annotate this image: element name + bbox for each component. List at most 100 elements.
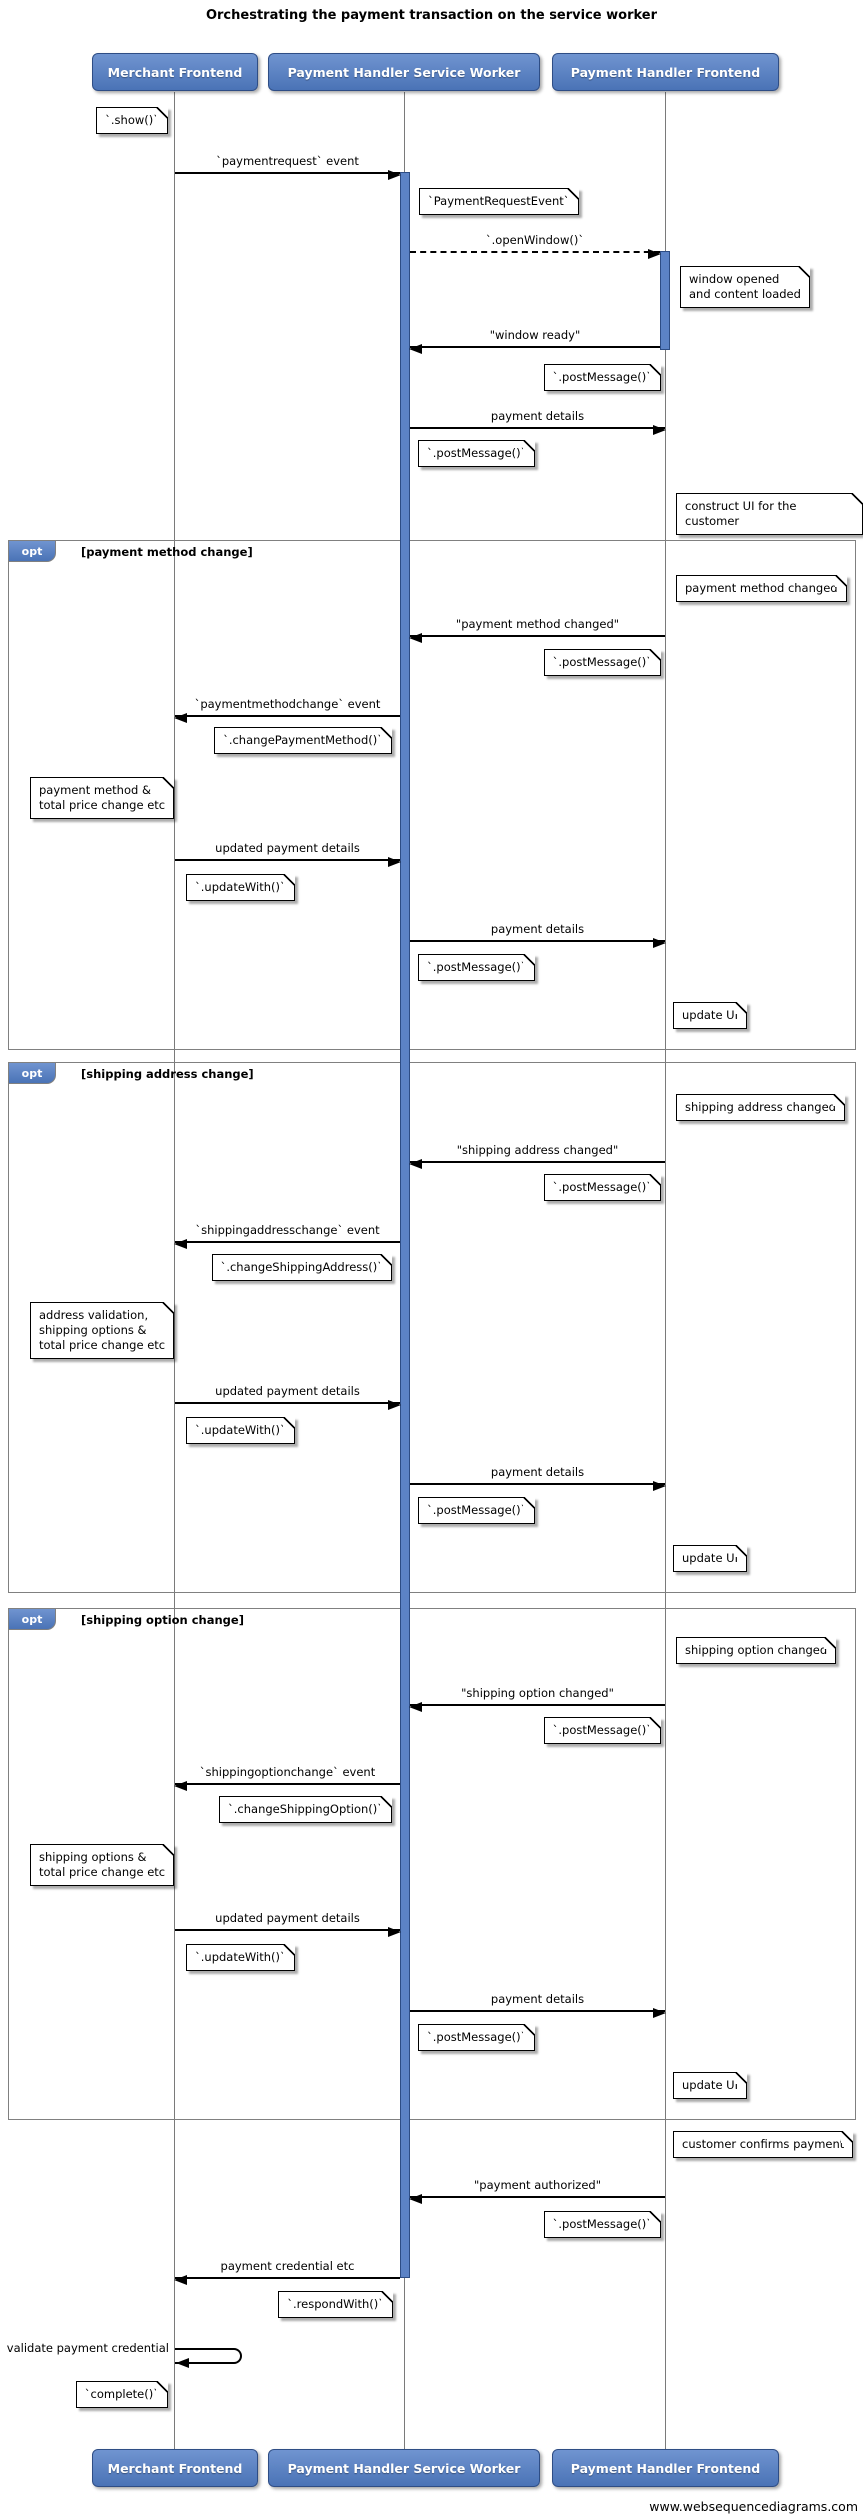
- opt-condition-payment-method-change: [payment method change]: [81, 545, 253, 559]
- message-label-payment-credential: payment credential etc: [220, 2259, 355, 2273]
- note-fold-icon: [381, 2291, 393, 2303]
- arrowhead-left-icon: [409, 633, 422, 643]
- note-change-shipping-address: `.changeShippingAddress()`: [211, 1254, 392, 1281]
- arrowhead-right-icon: [648, 249, 661, 259]
- note-fold-icon: [162, 1302, 175, 1314]
- note-post-message: `.postMessage()`: [418, 954, 536, 981]
- note-shipping-options-etc: shipping options & total price change et…: [30, 1844, 175, 1886]
- message-arrow-window-ready: [409, 344, 660, 354]
- message-arrow-open-window: [410, 249, 661, 259]
- arrowhead-left-icon: [174, 1239, 187, 1249]
- message-arrow-paymentrequest-event: [175, 170, 401, 180]
- actor-merchant-frontend-bottom: Merchant Frontend: [92, 2449, 258, 2487]
- self-message-loop: [175, 2348, 242, 2364]
- arrowhead-right-icon: [388, 1400, 401, 1410]
- note-address-validation-etc: address validation, shipping options & t…: [30, 1302, 175, 1359]
- actor-service-worker-bottom: Payment Handler Service Worker: [268, 2449, 540, 2487]
- note-show: `.show()`: [96, 107, 168, 134]
- note-post-message: `.postMessage()`: [543, 649, 661, 676]
- message-label-validate-credential: validate payment credential: [6, 2341, 169, 2355]
- message-label-paymentmethodchange-event: `paymentmethodchange` event: [194, 697, 381, 711]
- note-post-message: `.postMessage()`: [543, 2211, 661, 2238]
- note-fold-icon: [282, 1944, 295, 1956]
- note-fold-icon: [649, 649, 661, 661]
- note-fold-icon: [282, 1417, 295, 1429]
- message-label-payment-details-1: payment details: [490, 409, 585, 423]
- note-fold-icon: [797, 266, 810, 278]
- opt-tab: opt: [9, 1609, 56, 1630]
- arrowhead-right-icon: [388, 857, 401, 867]
- lifeline-merchant-frontend: [174, 92, 175, 2449]
- actor-handler-frontend-bottom: Payment Handler Frontend: [552, 2449, 779, 2487]
- note-fold-icon: [649, 1717, 661, 1729]
- message-label-open-window: `.openWindow()`: [485, 233, 585, 247]
- message-label-shippingaddresschange-event: `shippingaddresschange` event: [195, 1223, 380, 1237]
- note-shipping-option-changed: shipping option changed: [676, 1637, 837, 1664]
- note-fold-icon: [824, 1637, 837, 1649]
- message-label-payment-authorized: "payment authorized": [474, 2178, 601, 2192]
- message-arrow-updated-payment-details-2: [175, 1400, 401, 1410]
- note-respond-with: `.respondWith()`: [278, 2291, 393, 2318]
- arrowhead-right-icon: [653, 425, 666, 435]
- note-post-message: `.postMessage()`: [418, 440, 536, 467]
- message-arrow-payment-authorized: [409, 2194, 665, 2204]
- note-construct-ui: construct UI for the customer: [676, 493, 863, 535]
- message-label-window-ready: "window ready": [489, 328, 581, 342]
- actor-service-worker-top: Payment Handler Service Worker: [268, 53, 540, 91]
- note-change-payment-method: `.changePaymentMethod()`: [214, 727, 392, 754]
- message-arrow-payment-details-3: [410, 1481, 666, 1491]
- note-fold-icon: [523, 1497, 536, 1509]
- note-update-ui: update UI: [673, 1545, 747, 1572]
- message-label-payment-method-changed: "payment method changed": [455, 617, 620, 631]
- note-fold-icon: [380, 1254, 392, 1266]
- arrowhead-right-icon: [653, 1481, 666, 1491]
- note-post-message: `.postMessage()`: [418, 1497, 536, 1524]
- note-shipping-address-changed: shipping address changed: [676, 1094, 845, 1121]
- arrowhead-right-icon: [388, 170, 401, 180]
- arrowhead-left-icon: [174, 713, 187, 723]
- arrowhead-right-icon: [653, 938, 666, 948]
- note-window-opened: window opened and content loaded: [680, 266, 810, 308]
- arrowhead-left-icon: [409, 1702, 422, 1712]
- message-arrow-shippingoptionchange-event: [174, 1781, 400, 1791]
- message-label-updated-payment-details-3: updated payment details: [215, 1911, 360, 1925]
- message-label-payment-details-4: payment details: [490, 1992, 585, 2006]
- note-post-message: `.postMessage()`: [543, 1717, 661, 1744]
- note-payment-request-event: `PaymentRequestEvent`: [419, 188, 579, 215]
- message-label-updated-payment-details-1: updated payment details: [215, 841, 360, 855]
- message-arrow-shipping-address-changed: [409, 1159, 665, 1169]
- note-fold-icon: [282, 874, 295, 886]
- note-fold-icon: [649, 2211, 661, 2223]
- note-fold-icon: [734, 1545, 747, 1557]
- note-post-message: `.postMessage()`: [543, 364, 661, 391]
- message-label-updated-payment-details-2: updated payment details: [215, 1384, 360, 1398]
- note-complete: `complete()`: [75, 2381, 168, 2408]
- message-label-shippingoptionchange-event: `shippingoptionchange` event: [199, 1765, 376, 1779]
- note-fold-icon: [523, 2024, 536, 2036]
- message-arrow-paymentmethodchange-event: [174, 713, 400, 723]
- note-fold-icon: [851, 493, 863, 505]
- activation-service-worker: [400, 172, 410, 2278]
- note-payment-method-etc: payment method & total price change etc: [30, 777, 175, 819]
- actor-handler-frontend-top: Payment Handler Frontend: [552, 53, 779, 91]
- message-arrow-payment-details-4: [410, 2008, 666, 2018]
- note-fold-icon: [523, 954, 536, 966]
- note-fold-icon: [162, 777, 175, 789]
- arrowhead-left-icon: [409, 1159, 422, 1169]
- note-fold-icon: [566, 188, 579, 200]
- opt-frame-shipping-option-change: opt [shipping option change]: [8, 1608, 856, 2120]
- opt-condition-shipping-option-change: [shipping option change]: [81, 1613, 244, 1627]
- note-fold-icon: [832, 1094, 845, 1106]
- note-update-with: `.updateWith()`: [186, 1417, 295, 1444]
- message-label-payment-details-2: payment details: [490, 922, 585, 936]
- note-fold-icon: [380, 1796, 392, 1808]
- message-arrow-updated-payment-details-1: [175, 857, 401, 867]
- actor-merchant-frontend-top: Merchant Frontend: [92, 53, 258, 91]
- note-post-message: `.postMessage()`: [543, 1174, 661, 1201]
- message-arrow-shippingaddresschange-event: [174, 1239, 400, 1249]
- note-fold-icon: [841, 2131, 854, 2143]
- arrowhead-right-icon: [388, 1927, 401, 1937]
- opt-tab: opt: [9, 541, 56, 562]
- lifeline-handler-frontend: [665, 92, 666, 2449]
- message-label-shipping-option-changed: "shipping option changed": [461, 1686, 614, 1700]
